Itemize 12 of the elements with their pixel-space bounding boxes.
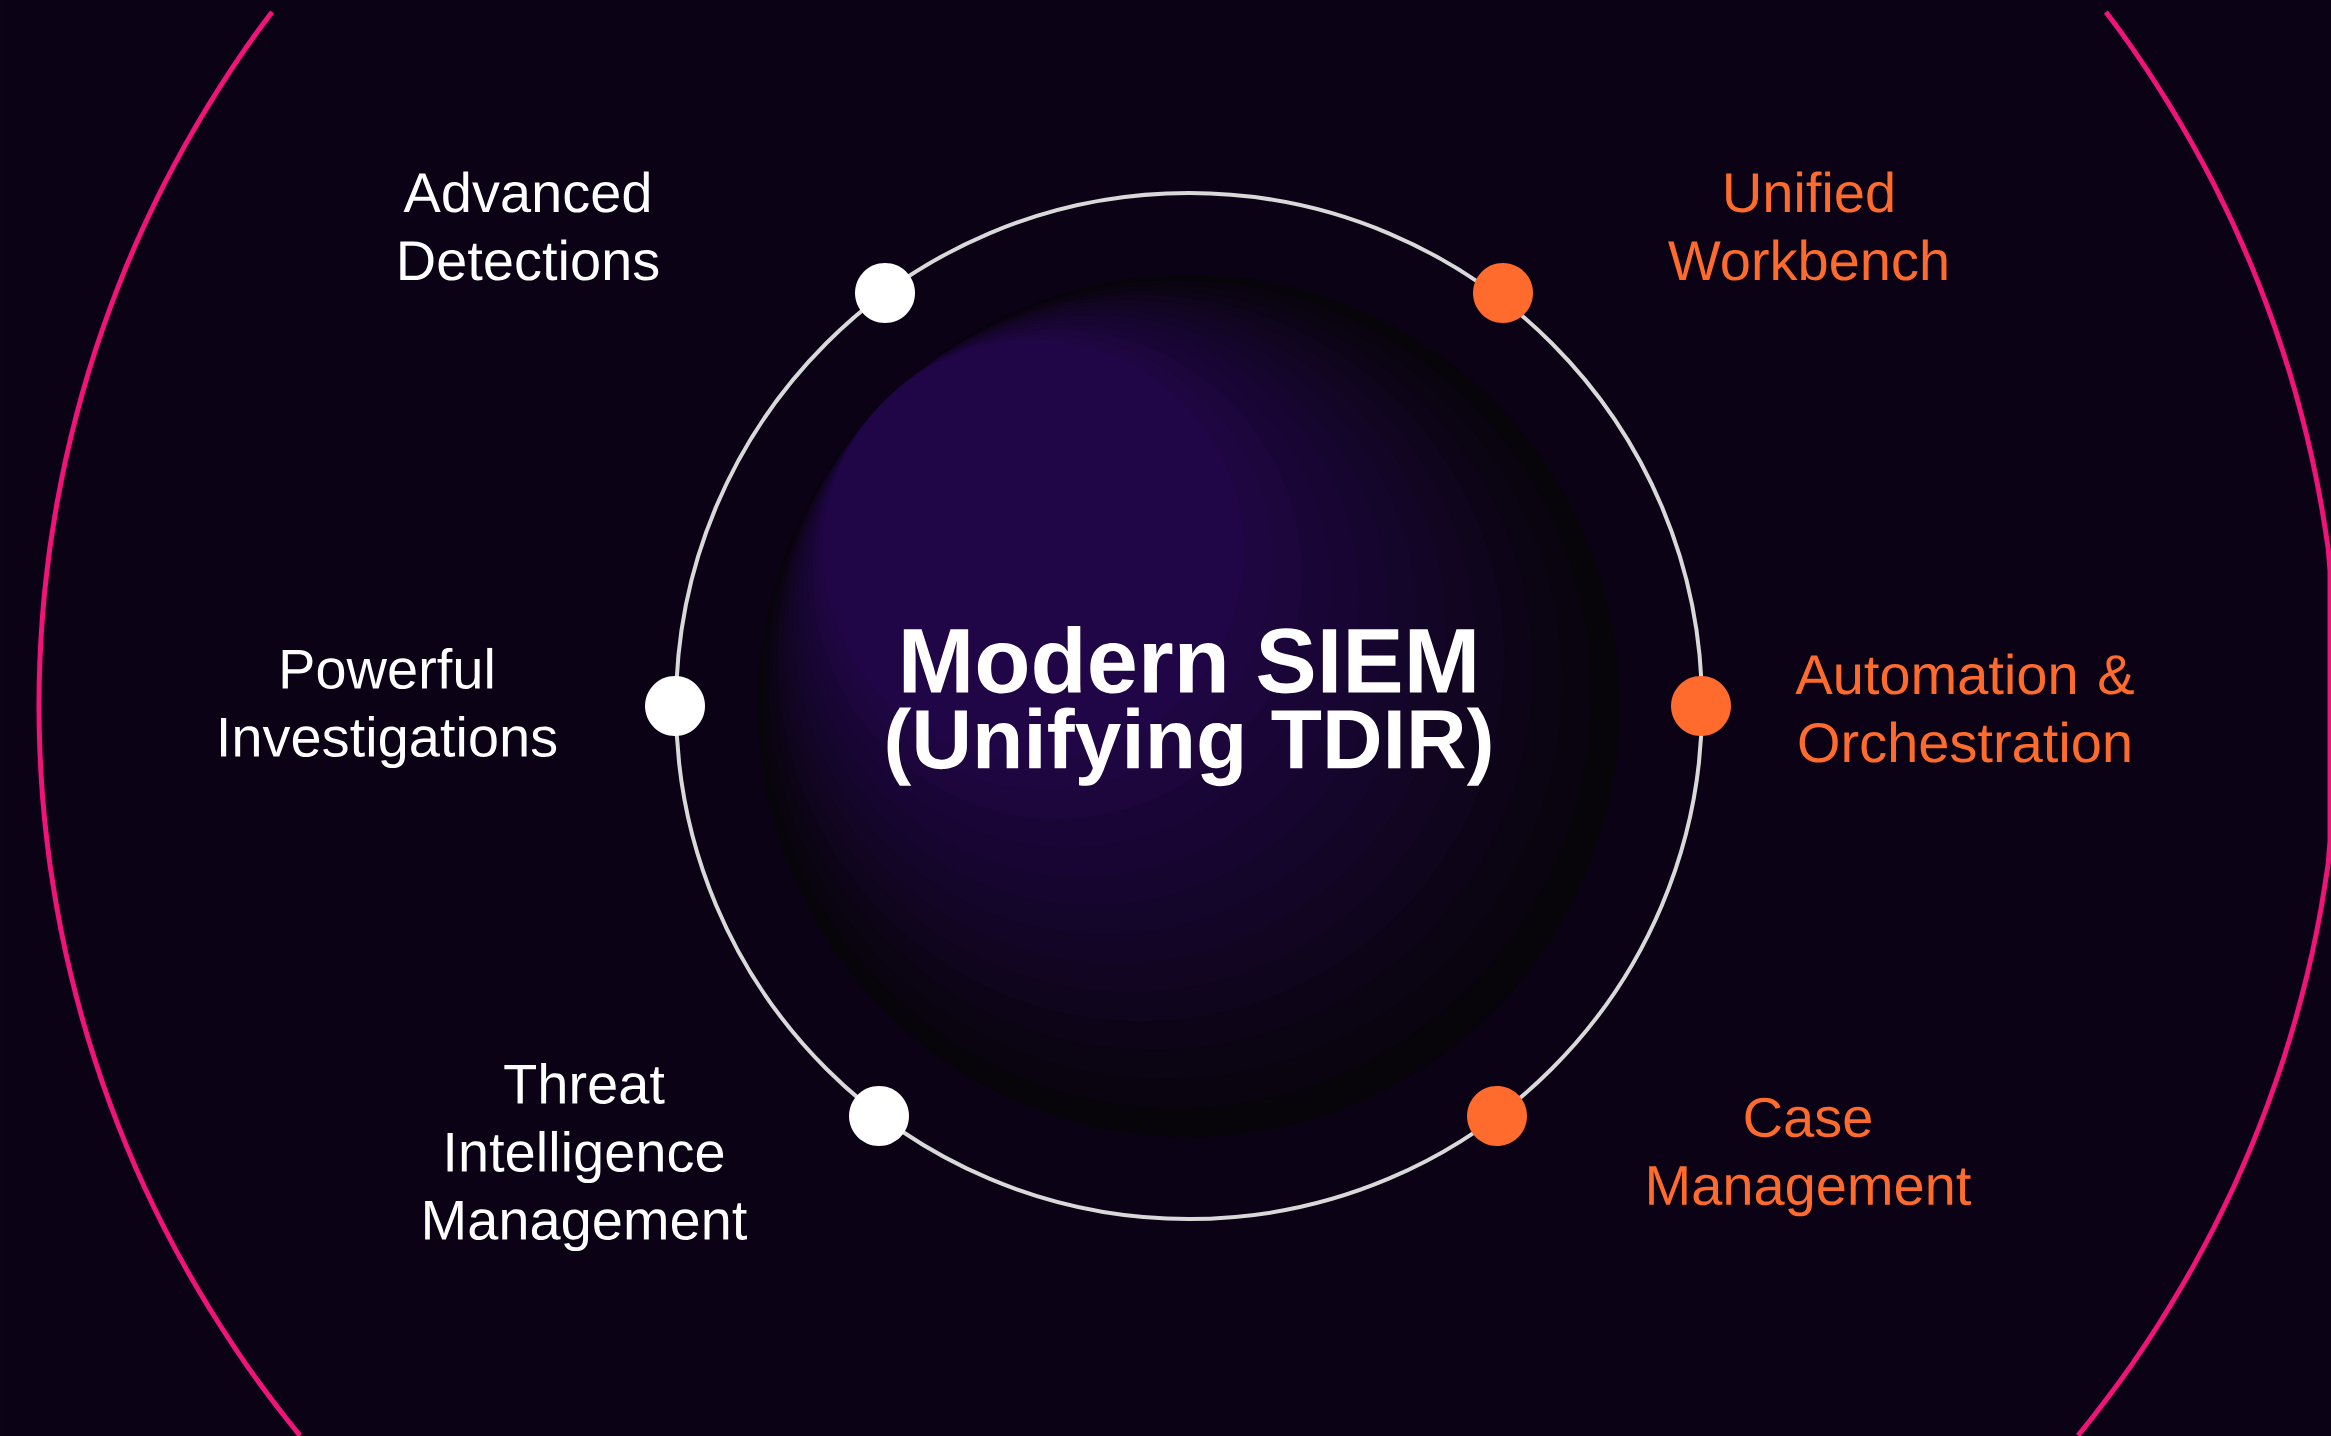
node-label: Threat Intelligence Management — [425, 1062, 747, 1252]
dot — [1467, 1086, 1527, 1146]
node-label: Case Management — [1649, 1097, 1971, 1217]
node-label: Automation & Orchestration — [1795, 653, 2134, 763]
node-label: Unified Workbench — [1668, 171, 1947, 281]
dot — [645, 676, 705, 736]
node-label: Powerful Investigations — [220, 647, 557, 769]
dot — [855, 263, 915, 323]
dot — [849, 1086, 909, 1146]
dot — [1671, 676, 1731, 736]
dot — [1473, 263, 1533, 323]
node-label: Advanced Detections — [400, 171, 659, 281]
